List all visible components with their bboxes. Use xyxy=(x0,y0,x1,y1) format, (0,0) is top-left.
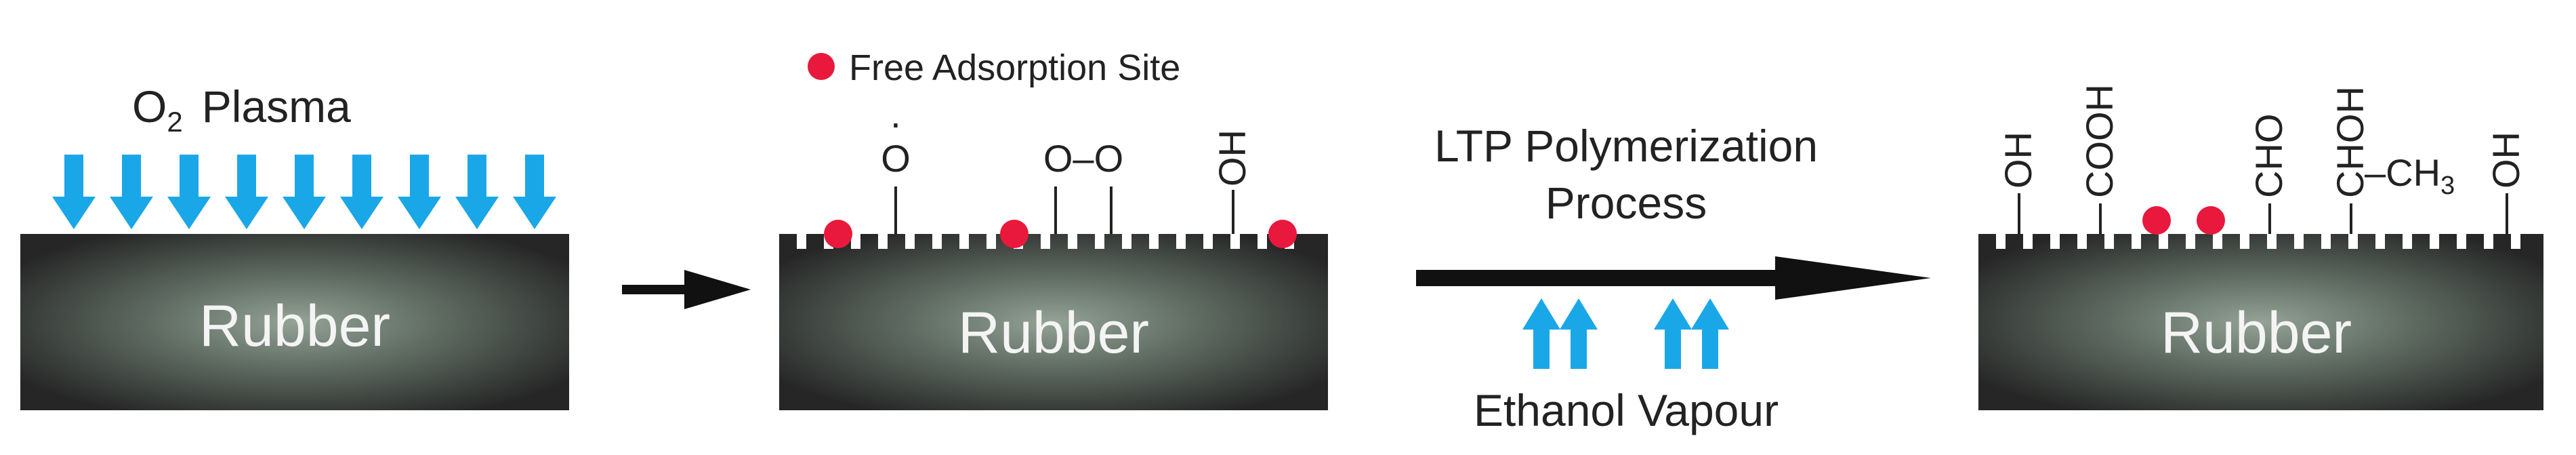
group-o-radical-label: O xyxy=(881,137,911,180)
rubber-block xyxy=(20,234,569,410)
free-adsorption-site xyxy=(2142,206,2171,235)
plasma-arrow-icon xyxy=(283,155,326,229)
vapour-arrow-icon xyxy=(1522,298,1560,369)
plasma-arrows xyxy=(52,155,556,229)
plasma-arrow-icon xyxy=(398,155,441,229)
plasma-arrow-icon xyxy=(513,155,556,229)
vapour-arrow-icon xyxy=(1691,298,1729,369)
group-cooh: COOH xyxy=(2078,84,2121,234)
panel-polymerized-surface: Rubber OH COOH CHO CHOH –CH3 OH xyxy=(1978,84,2543,410)
rubber-block-crenellated xyxy=(779,234,1328,410)
group-ch3-label: –CH3 xyxy=(2365,151,2455,200)
group-oh-left: OH xyxy=(1997,132,2039,234)
group-hydroxyl: OH xyxy=(1211,130,1253,234)
free-adsorption-site xyxy=(1000,220,1029,248)
plasma-arrow-icon xyxy=(455,155,499,229)
plasma-label: O2 Plasma xyxy=(132,81,351,138)
vapour-label: Ethanol Vapour xyxy=(1474,385,1779,435)
group-choh-label: CHOH xyxy=(2329,86,2371,198)
plasma-label-word: Plasma xyxy=(202,81,351,132)
group-cho-label: CHO xyxy=(2247,114,2290,198)
group-oh-left-label: OH xyxy=(1997,132,2039,189)
rubber-block-label: Rubber xyxy=(199,294,390,359)
group-oh-right-label: OH xyxy=(2485,132,2527,189)
group-cooh-label: COOH xyxy=(2078,84,2121,198)
plasma-label-o: O xyxy=(132,81,167,132)
rubber-block-crenellated xyxy=(1978,234,2543,410)
vapour-arrow-icon xyxy=(1654,298,1692,369)
process-label-line2: Process xyxy=(1545,178,1707,228)
panel-plasma-treatment: O2 Plasma Rubber xyxy=(20,81,569,410)
process-step: LTP Polymerization Process Ethanol Vapou… xyxy=(1416,121,1931,435)
rubber-block-label: Rubber xyxy=(2161,300,2352,365)
free-site-legend-label: Free Adsorption Site xyxy=(849,47,1180,88)
plasma-arrow-icon xyxy=(52,155,96,229)
vapour-arrows xyxy=(1522,298,1729,369)
free-adsorption-site xyxy=(1268,220,1297,248)
step-arrow xyxy=(622,270,751,309)
process-label-line1: LTP Polymerization xyxy=(1434,121,1818,171)
plasma-arrow-icon xyxy=(167,155,211,229)
group-o-radical: O · xyxy=(881,101,911,234)
vapour-arrow-icon xyxy=(1560,298,1598,369)
process-arrow xyxy=(1416,256,1931,300)
group-o-radical-dot: · xyxy=(890,101,902,144)
group-hydroxyl-label: OH xyxy=(1211,130,1253,186)
group-cho: CHO xyxy=(2247,114,2290,234)
free-site-legend-icon xyxy=(808,53,835,80)
group-choh-ch3: CHOH –CH3 xyxy=(2329,86,2455,234)
rubber-block-label: Rubber xyxy=(958,300,1149,365)
free-adsorption-site xyxy=(824,220,852,248)
group-peroxy-label: O–O xyxy=(1043,137,1123,180)
group-oh-right: OH xyxy=(2485,132,2527,234)
free-adsorption-site xyxy=(2197,206,2225,235)
plasma-arrow-icon xyxy=(110,155,153,229)
plasma-arrow-icon xyxy=(340,155,383,229)
plasma-arrow-icon xyxy=(225,155,268,229)
plasma-label-subscript: 2 xyxy=(167,106,182,138)
panel-activated-surface: Free Adsorption Site Rubber O · O–O OH xyxy=(779,47,1328,410)
group-peroxy: O–O xyxy=(1043,137,1123,234)
